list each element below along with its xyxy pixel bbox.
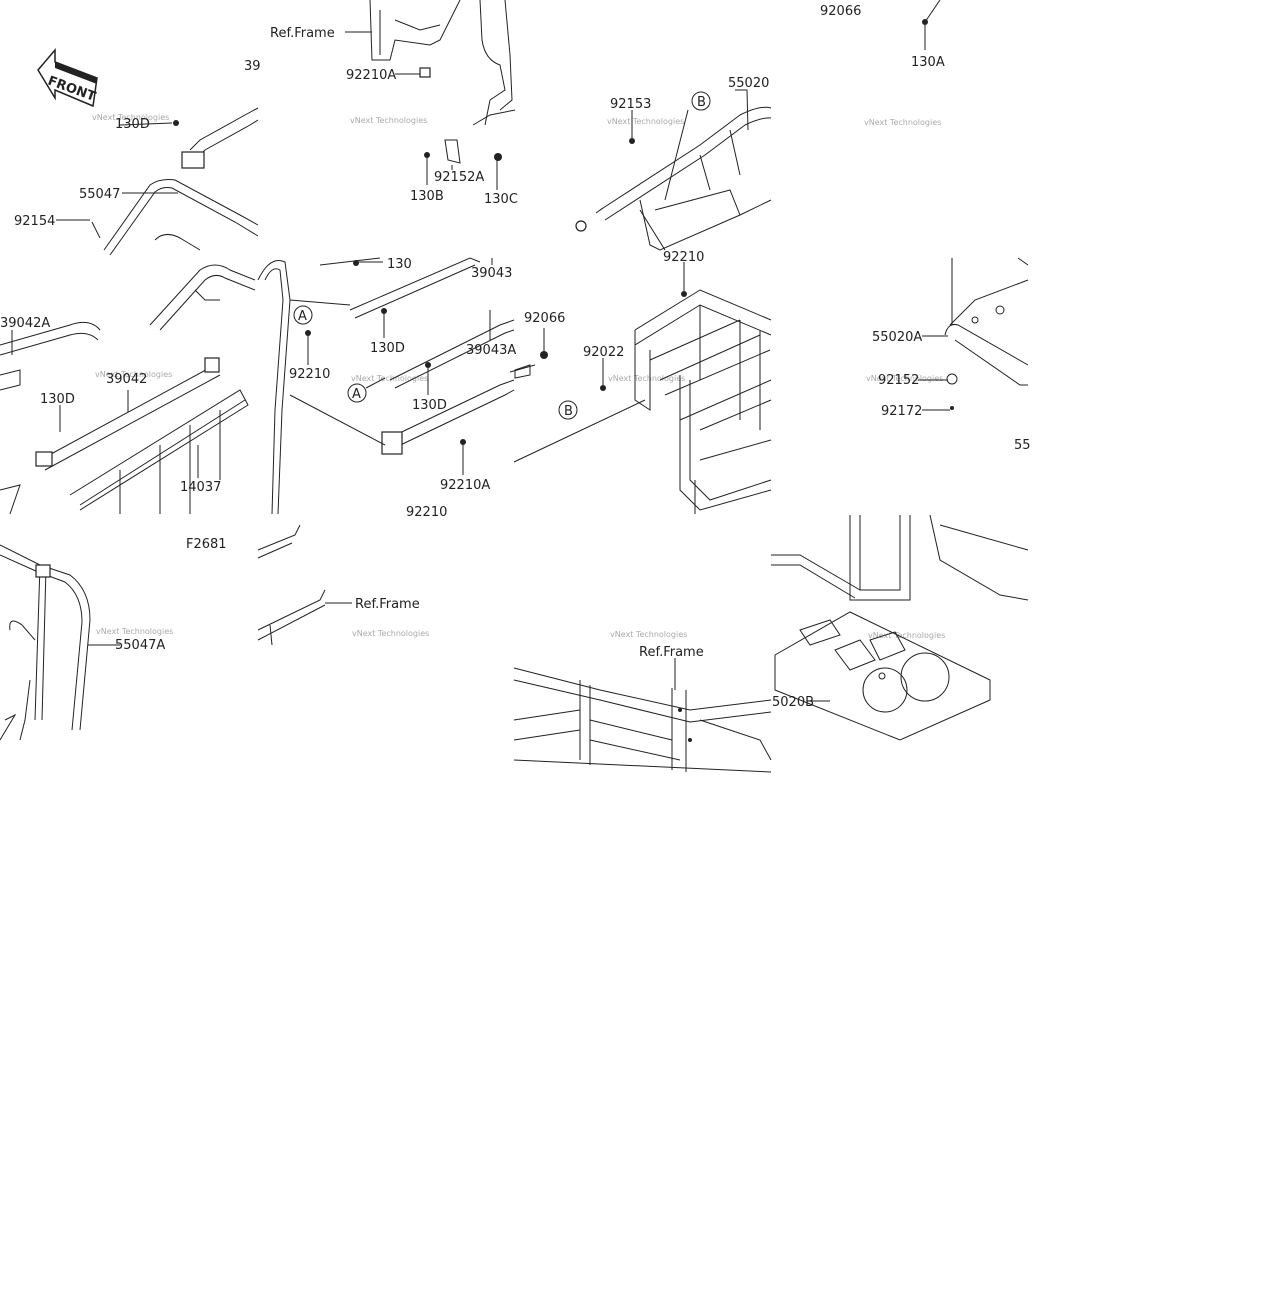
part-label: 92152 xyxy=(878,373,919,388)
callout-letter: B xyxy=(697,95,706,110)
tile-7-main-frame: B xyxy=(509,262,772,514)
watermark: vNext Technologies xyxy=(868,631,945,640)
part-label: 130 xyxy=(387,257,412,272)
watermark: vNext Technologies xyxy=(608,374,685,383)
watermark: vNext Technologies xyxy=(607,117,684,126)
part-label: 55020A xyxy=(872,330,922,345)
part-label: 92022 xyxy=(583,345,624,360)
part-label: 92153 xyxy=(610,97,651,112)
watermark: vNext Technologies xyxy=(96,627,173,636)
tile-10-frame-ref xyxy=(257,524,352,646)
part-label: 92210 xyxy=(406,505,447,520)
figure-code: F2681 xyxy=(186,537,227,552)
callout-b-circle xyxy=(558,400,578,420)
part-labels: 130D 55047 92154 39 Ref.Frame 92210A 921… xyxy=(0,4,1031,710)
part-label: 92152A xyxy=(434,170,484,185)
callout-letter: B xyxy=(564,404,573,419)
part-label: 39042A xyxy=(0,316,50,331)
front-arrow-icon: FRONT xyxy=(37,47,98,108)
watermark: vNext Technologies xyxy=(866,374,943,383)
tile-11-chassis xyxy=(513,658,772,773)
part-label: 92210 xyxy=(289,367,330,382)
tile-4-fasteners xyxy=(922,0,941,50)
part-label: 39043A xyxy=(466,343,516,358)
tile-9-roll-bar-a xyxy=(0,544,120,741)
part-label: 92066 xyxy=(820,4,861,19)
watermarks: vNext Technologies vNext Technologies vN… xyxy=(92,113,945,640)
part-label: 92172 xyxy=(881,404,922,419)
tile-1-roll-bar xyxy=(56,107,259,256)
part-label: 92154 xyxy=(14,214,55,229)
part-label: Ref.Frame xyxy=(270,26,335,41)
tile-8-skid-plate-a xyxy=(918,257,1029,411)
part-label: 130D xyxy=(40,392,75,407)
part-label: Ref.Frame xyxy=(639,645,704,660)
part-label: 130D xyxy=(412,398,447,413)
part-label: 130D xyxy=(115,117,150,132)
part-label: Ref.Frame xyxy=(355,597,420,612)
part-label: 92210A xyxy=(440,478,490,493)
part-label: 14037 xyxy=(180,480,221,495)
watermark: vNext Technologies xyxy=(352,629,429,638)
part-label: 130C xyxy=(484,192,518,207)
part-label: 92210A xyxy=(346,68,396,83)
callout-a-circle xyxy=(293,305,313,325)
callout-letter: A xyxy=(352,387,361,402)
watermark: vNext Technologies xyxy=(92,113,169,122)
callout-a-circle xyxy=(347,383,367,403)
callout-letter: A xyxy=(298,309,307,324)
part-label: 5020B xyxy=(772,695,814,710)
tile-12-skid-plate-b xyxy=(771,514,1029,741)
part-label: 39043 xyxy=(471,266,512,281)
tile-6-top-rails: A A xyxy=(257,257,515,515)
tile-3-bumper: B xyxy=(575,89,772,251)
part-label: 55047A xyxy=(115,638,165,653)
callout-b-circle xyxy=(691,91,711,111)
part-label: 92210 xyxy=(663,250,704,265)
part-label: 55047 xyxy=(79,187,120,202)
part-label: 55020 xyxy=(728,76,769,91)
watermark: vNext Technologies xyxy=(864,118,941,127)
part-label: 130A xyxy=(911,55,945,70)
tile-2-bracket xyxy=(345,0,516,190)
watermark: vNext Technologies xyxy=(350,116,427,125)
part-label: 39 xyxy=(244,59,261,74)
part-label: 130B xyxy=(410,189,444,204)
watermark: vNext Technologies xyxy=(95,370,172,379)
watermark: vNext Technologies xyxy=(610,630,687,639)
part-label: 92066 xyxy=(524,311,565,326)
part-label: 55 xyxy=(1014,438,1031,453)
watermark: vNext Technologies xyxy=(351,374,428,383)
tile-5-side-rail xyxy=(0,264,256,515)
part-label: 39042 xyxy=(106,372,147,387)
part-label: 130D xyxy=(370,341,405,356)
